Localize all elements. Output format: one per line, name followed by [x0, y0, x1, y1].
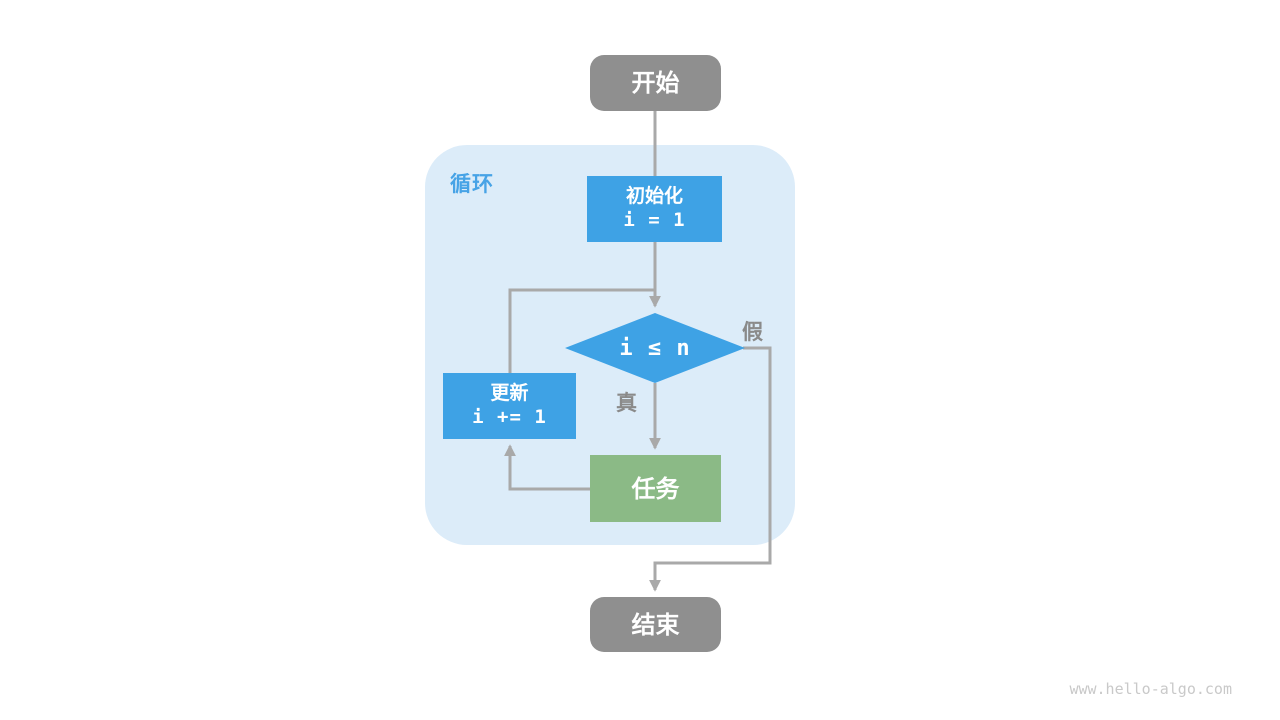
end-node: 结束: [590, 597, 721, 652]
end-node-label: 结束: [631, 610, 680, 639]
start-node: 开始: [590, 55, 721, 111]
init-node-code: i = 1: [623, 209, 686, 231]
update-node-code: i += 1: [472, 406, 547, 428]
site-watermark: www.hello-algo.com: [1069, 680, 1232, 698]
update-node-title: 更新: [490, 382, 529, 405]
init-node: 初始化 i = 1: [587, 176, 722, 242]
loop-region-label: 循环: [450, 172, 494, 196]
task-node: 任务: [590, 455, 721, 522]
task-node-label: 任务: [631, 474, 680, 503]
false-branch-label: 假: [742, 320, 763, 344]
edge-update-merge: [508, 288, 656, 373]
decision-node-condition: i ≤ n: [619, 335, 691, 361]
start-node-label: 开始: [631, 69, 680, 97]
true-branch-label: 真: [616, 391, 637, 415]
edge-task-update: [504, 444, 590, 491]
update-node: 更新 i += 1: [443, 373, 576, 439]
edge-decision-end: [649, 346, 772, 592]
init-node-title: 初始化: [625, 185, 683, 208]
